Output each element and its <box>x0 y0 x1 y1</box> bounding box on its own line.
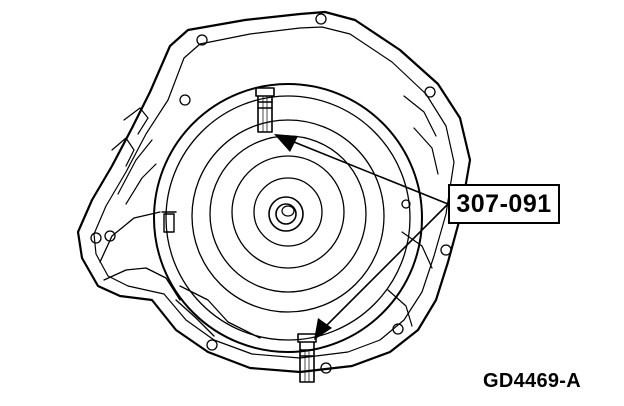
housing-outline <box>76 10 472 374</box>
arrowhead-top <box>274 134 298 152</box>
leader-line-top <box>293 141 449 205</box>
left-side-stud <box>161 211 177 233</box>
leader-line-bottom <box>321 203 449 331</box>
tool-number-label: 307-091 <box>456 189 552 218</box>
converter-outer-ring <box>153 83 423 353</box>
figure-id: GD4469-A <box>483 370 581 392</box>
arrowhead-bottom <box>314 318 332 340</box>
housing-right-webs <box>387 95 439 327</box>
converter-ring-5 <box>231 155 345 269</box>
converter-hub-inner <box>281 205 295 217</box>
bottom-alignment-stud <box>297 333 317 383</box>
converter-ring-2 <box>165 95 411 341</box>
converter-ring-6 <box>253 177 323 247</box>
converter-hub-bore <box>275 203 297 225</box>
bolt-holes <box>90 13 452 374</box>
housing-lower-rib <box>175 285 261 339</box>
housing-left-webs <box>111 107 157 205</box>
housing-inner-flange <box>93 26 455 359</box>
housing-left-rib <box>99 211 181 301</box>
converter-ring-3 <box>191 119 385 313</box>
converter-face-hole <box>401 199 411 209</box>
converter-hub <box>268 196 304 232</box>
top-alignment-stud <box>255 87 275 133</box>
callout-box: 307-091 <box>448 184 560 224</box>
